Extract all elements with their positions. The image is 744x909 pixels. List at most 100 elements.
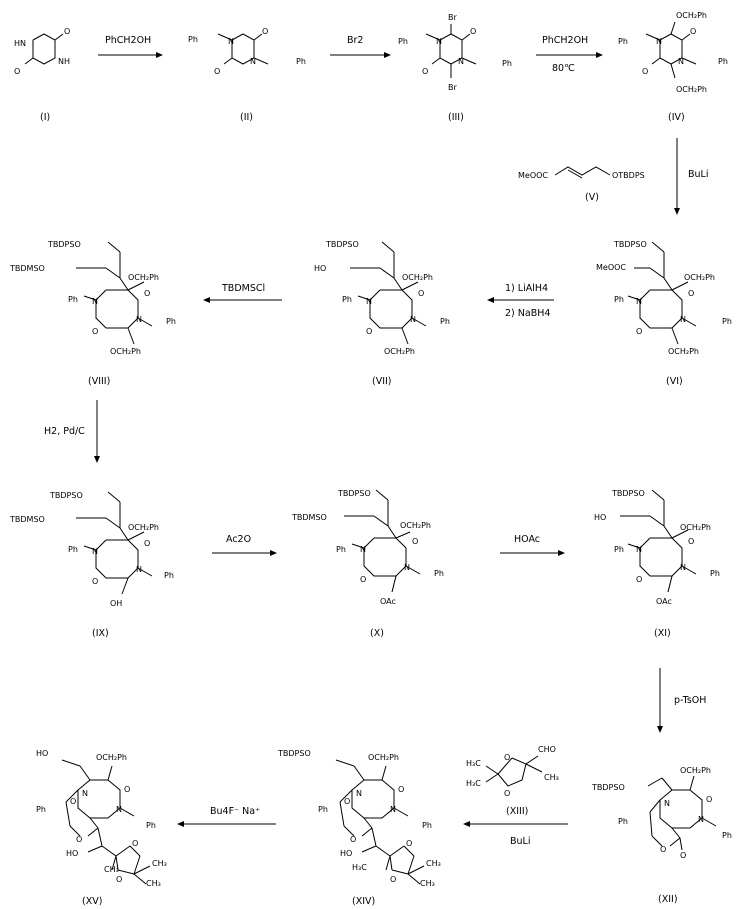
atom-OCH2Ph: OCH₂Ph — [680, 766, 711, 775]
atom-O: O — [706, 795, 712, 804]
atom-O: O — [504, 789, 510, 798]
atom-O: O — [64, 27, 70, 36]
atom-Ph: Ph — [296, 57, 306, 66]
compound-IV: OCH₂Ph OCH₂Ph Ph N N O O Ph — [618, 11, 728, 94]
atom-N: N — [678, 57, 684, 66]
reagent-step12: Bu4F⁻ Na⁺ — [210, 806, 260, 817]
atom-H3C: H₃C — [466, 779, 481, 788]
atom-Ph: Ph — [722, 317, 732, 326]
atom-N: N — [136, 315, 142, 324]
atom-O: O — [688, 289, 694, 298]
atom-OCH2Ph: OCH₂Ph — [384, 347, 415, 356]
compound-VII: TBDPSO HO OCH₂Ph Ph N N O O Ph OCH₂Ph — [314, 240, 450, 356]
reagent-step10: p-TsOH — [674, 695, 706, 706]
atom-O: O — [76, 835, 82, 844]
compound-V: MeOOC OTBDPS — [518, 166, 645, 180]
atom-OAc: OAc — [380, 597, 396, 606]
reagent-step5a: 1) LiAlH4 — [505, 283, 548, 294]
atom-O: O — [350, 835, 356, 844]
atom-HO: HO — [314, 264, 326, 273]
atom-MeOOC: MeOOC — [596, 263, 626, 272]
atom-HO: HO — [340, 849, 352, 858]
label-I: (I) — [40, 112, 50, 123]
atom-Ph: Ph — [614, 545, 624, 554]
atom-O: O — [636, 327, 642, 336]
reagent-step2: Br2 — [347, 35, 363, 46]
atom-Ph: Ph — [434, 569, 444, 578]
atom-HO: HO — [36, 749, 48, 758]
reagent-step3: PhCH2OH — [542, 35, 588, 46]
atom-TBDPSO: TBDPSO — [277, 749, 311, 758]
atom-TBDPSO: TBDPSO — [591, 783, 625, 792]
reagent-step5b: 2) NaBH4 — [505, 308, 550, 319]
atom-N: N — [366, 297, 372, 306]
atom-N: N — [410, 315, 416, 324]
atom-HN: HN — [14, 39, 26, 48]
compound-IX: TBDPSO TBDMSO OCH₂Ph Ph N N O O Ph OH — [9, 491, 174, 608]
atom-Ph: Ph — [710, 569, 720, 578]
label-IX: (IX) — [92, 628, 109, 639]
atom-Ph: Ph — [146, 821, 156, 830]
atom-Br: Br — [448, 13, 457, 22]
label-X: (X) — [370, 628, 384, 639]
atom-H3C: H₃C — [352, 863, 367, 872]
atom-CH3: CH₃ — [152, 859, 167, 868]
atom-OTBDPS: OTBDPS — [612, 171, 645, 180]
atom-O: O — [422, 67, 428, 76]
atom-CH3: CH₃ — [544, 773, 559, 782]
atom-N: N — [680, 315, 686, 324]
atom-Ph: Ph — [36, 805, 46, 814]
atom-O: O — [418, 289, 424, 298]
atom-O: O — [132, 839, 138, 848]
atom-O: O — [688, 537, 694, 546]
atom-Ph: Ph — [188, 35, 198, 44]
atom-O: O — [398, 785, 404, 794]
atom-H3C: H₃C — [466, 759, 481, 768]
atom-TBDMSO: TBDMSO — [291, 513, 327, 522]
reagent-step11: BuLi — [510, 836, 530, 847]
atom-Ph: Ph — [398, 37, 408, 46]
atom-Ph: Ph — [68, 545, 78, 554]
atom-OCH2Ph: OCH₂Ph — [402, 273, 433, 282]
atom-TBDPSO: TBDPSO — [337, 489, 371, 498]
atom-TBDPSO: TBDPSO — [47, 240, 81, 249]
atom-TBDPSO: TBDPSO — [611, 489, 645, 498]
label-XIV: (XIV) — [352, 896, 375, 907]
atom-OCH2Ph: OCH₂Ph — [680, 523, 711, 532]
label-V: (V) — [585, 192, 599, 203]
atom-OCH2Ph: OCH₂Ph — [368, 753, 399, 762]
atom-N: N — [82, 789, 88, 798]
atom-HO: HO — [66, 849, 78, 858]
compound-III: Br Br Ph N N O O Ph — [398, 13, 512, 92]
atom-O: O — [360, 575, 366, 584]
atom-OCH2Ph: OCH₂Ph — [400, 521, 431, 530]
label-VIII: (VIII) — [88, 376, 110, 387]
atom-OCH2Ph: OCH₂Ph — [128, 523, 159, 532]
label-XIII: (XIII) — [506, 806, 528, 817]
atom-O: O — [144, 289, 150, 298]
compound-X: TBDPSO TBDMSO OCH₂Ph Ph N N O O Ph OAc — [291, 489, 444, 606]
compound-VI: TBDPSO MeOOC OCH₂Ph Ph N N O O Ph OCH₂Ph — [596, 240, 732, 356]
atom-N: N — [698, 815, 704, 824]
atom-CH3: CH₃ — [420, 879, 435, 888]
atom-OH: OH — [110, 599, 122, 608]
atom-CHO: CHO — [538, 745, 556, 754]
atom-TBDMSO: TBDMSO — [9, 515, 45, 524]
atom-TBDPSO: TBDPSO — [613, 240, 647, 249]
atom-Ph: Ph — [502, 59, 512, 68]
atom-N: N — [92, 547, 98, 556]
atom-O: O — [14, 67, 20, 76]
atom-Ph: Ph — [618, 37, 628, 46]
compound-XII: TBDPSO OCH₂Ph Ph N N O O O Ph — [591, 766, 732, 860]
atom-N: N — [436, 37, 442, 46]
atom-O: O — [92, 327, 98, 336]
atom-N: N — [360, 545, 366, 554]
label-XI: (XI) — [654, 628, 671, 639]
atom-HO: HO — [594, 513, 606, 522]
atom-O: O — [504, 753, 510, 762]
atom-O: O — [366, 327, 372, 336]
atom-Ph: Ph — [422, 821, 432, 830]
atom-TBDPSO: TBDPSO — [325, 240, 359, 249]
compound-XIV: TBDPSO OCH₂Ph Ph N N O O O Ph HO H₃C O O… — [277, 749, 441, 888]
atom-O: O — [660, 845, 666, 854]
